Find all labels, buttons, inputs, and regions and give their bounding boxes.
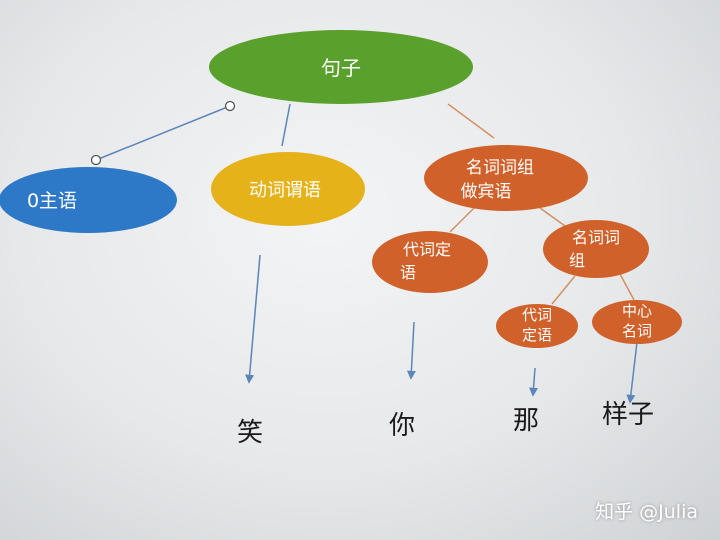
node-head-noun-label-line1: 中心 (622, 302, 652, 320)
node-head-noun-label-line2: 名词 (622, 322, 652, 340)
edge-np-head (619, 273, 635, 301)
node-predicate[interactable]: 动词谓语 (211, 152, 365, 226)
node-subject-label: 0主语 (27, 190, 77, 212)
node-pronoun-determiner-1-label-line1: 代词定 (403, 240, 451, 259)
edge-root-subject (95, 105, 231, 161)
node-predicate-label: 动词谓语 (249, 180, 321, 201)
node-object-label-line1: 名词词组 (466, 158, 534, 178)
node-object[interactable]: 名词词组 做宾语 (424, 145, 588, 211)
node-root[interactable]: 句子 (209, 30, 473, 104)
node-root-label: 句子 (321, 56, 361, 80)
edge-root-predicate (281, 103, 291, 147)
edge-root-subject-handle-bottom[interactable] (90, 154, 102, 166)
word-leaf-3: 那 (513, 406, 539, 436)
node-noun-phrase[interactable]: 名词词 组 (543, 220, 649, 278)
node-pronoun-determiner-2-label-line2: 定语 (522, 326, 552, 344)
edge-root-subject-handle-top[interactable] (224, 100, 236, 112)
arrow-to-w2 (406, 321, 416, 380)
arrow-to-w1 (245, 254, 261, 384)
node-noun-phrase-label-line2: 组 (569, 251, 585, 270)
arrow-to-w4 (626, 341, 638, 404)
word-leaf-2: 你 (389, 411, 415, 441)
node-pronoun-determiner-2[interactable]: 代词 定语 (496, 304, 578, 348)
edge-root-object (447, 103, 495, 139)
node-head-noun[interactable]: 中心 名词 (592, 300, 682, 344)
word-leaf-1: 笑 (237, 418, 263, 448)
node-pronoun-determiner-2-label-line1: 代词 (522, 306, 552, 324)
arrow-to-w3 (529, 367, 539, 397)
edge-np-pron-det2 (551, 275, 576, 305)
watermark: 知乎 @Julia (595, 501, 698, 523)
node-pronoun-determiner-1-label-line2: 语 (400, 263, 416, 282)
node-noun-phrase-label-line1: 名词词 (572, 228, 620, 247)
edge-object-np (539, 207, 566, 227)
node-subject[interactable]: 0主语 (0, 167, 177, 233)
node-pronoun-determiner-1[interactable]: 代词定 语 (372, 231, 488, 293)
node-object-label-line2: 做宾语 (461, 182, 512, 202)
word-leaf-4: 样子 (602, 400, 654, 430)
